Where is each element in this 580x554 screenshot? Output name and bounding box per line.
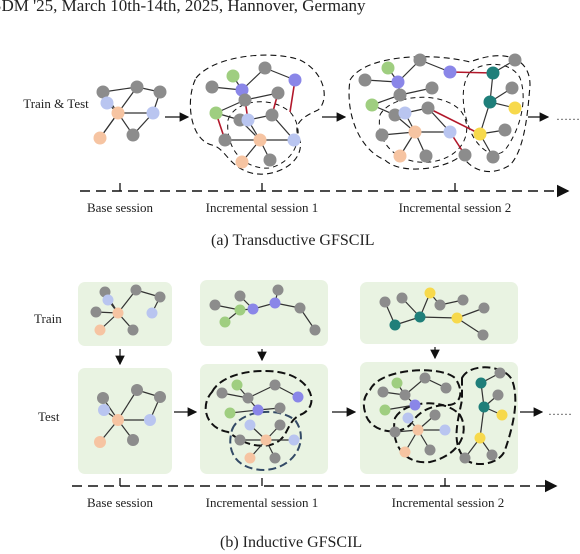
train-graph-inc1 [209, 284, 321, 336]
transductive-diagram: …… [80, 53, 580, 198]
test-panel-inc1 [200, 364, 328, 474]
inc1-graph-transductive [189, 54, 325, 175]
train-test-label: Train & Test [23, 96, 89, 111]
base-nodes-transductive [93, 80, 167, 145]
test-graph-inc1 [204, 369, 313, 472]
inductive-diagram: …… [72, 280, 572, 493]
test-graph-base [94, 384, 166, 448]
timeline-ticks-inductive [119, 478, 446, 486]
train-graph-base [90, 284, 166, 336]
ellipsis-inductive: …… [548, 404, 572, 418]
test-graph-inc2 [362, 366, 517, 465]
session-label-base-a: Base session [86, 200, 154, 215]
train-label: Train [34, 311, 62, 326]
session-label-base-b: Base session [86, 495, 154, 510]
session-label-inc1-a: Incremental session 1 [205, 200, 319, 215]
session-label-inc1-b: Incremental session 1 [205, 495, 319, 510]
session-label-inc2-b: Incremental session 2 [391, 495, 505, 510]
ellipsis-transductive: …… [556, 109, 580, 123]
train-panel-inc1 [200, 280, 328, 346]
train-graph-inc2 [379, 287, 490, 341]
session-label-inc2-a: Incremental session 2 [398, 200, 512, 215]
caption-transductive: (a) Transductive GFSCIL [211, 232, 375, 249]
train-to-test-arrows [115, 347, 440, 366]
test-panel-base [78, 368, 172, 474]
test-label: Test [38, 409, 60, 424]
caption-inductive: (b) Inductive GFSCIL [220, 534, 363, 551]
train-panel-inc2 [360, 282, 518, 344]
inc2-graph-transductive [348, 53, 531, 173]
page-header: SDM '25, March 10th-14th, 2025, Hannover… [0, 0, 366, 15]
timeline-ticks-transductive [119, 183, 456, 191]
